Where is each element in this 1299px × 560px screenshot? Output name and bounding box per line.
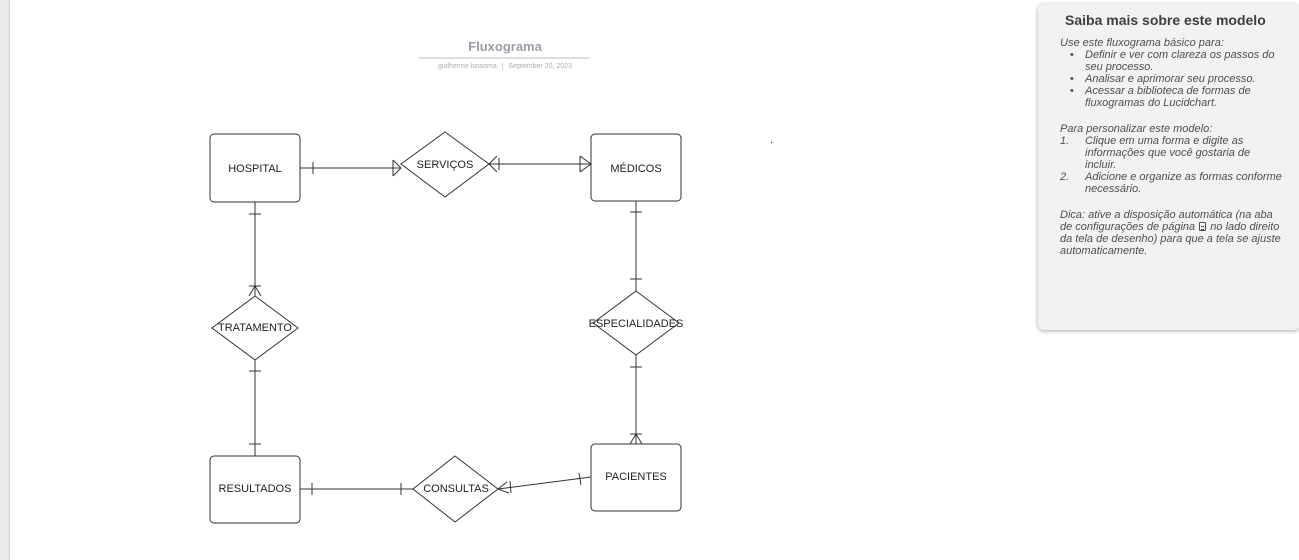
connector-medicos-especialidades[interactable] (630, 201, 642, 291)
author-name: guilherme bissoma (438, 63, 497, 70)
panel-customize-intro: Para personalizar este modelo: (1060, 123, 1213, 135)
relationship-consultas-label: CONSULTAS (423, 483, 489, 495)
subtitle-separator: | (502, 63, 504, 70)
connector-hospital-servicos[interactable] (300, 159, 402, 177)
panel-tip-text-end: no lado direito da tela de desenho) para… (1060, 221, 1281, 257)
connector-servicos-medicos[interactable] (488, 155, 592, 173)
panel-bullet-list: Definir e ver com clareza os passos do s… (1060, 49, 1282, 109)
connector-especialidades-pacientes[interactable] (629, 355, 643, 445)
entity-pacientes-label: PACIENTES (605, 471, 667, 483)
panel-step-text: Clique em uma forma e digite as informaç… (1085, 135, 1251, 171)
panel-step-number: 1. (1060, 135, 1070, 147)
connector-tratamento-resultados[interactable] (249, 359, 261, 456)
relationship-servicos[interactable]: SERVIÇOS (400, 131, 490, 198)
panel-tip-text-start: Dica: ative a disposição automática (na … (1060, 209, 1273, 233)
stray-mark: . (770, 134, 773, 146)
relationship-tratamento[interactable]: TRATAMENTO (211, 295, 299, 361)
entity-hospital[interactable]: HOSPITAL (209, 133, 301, 203)
relationship-consultas[interactable]: CONSULTAS (412, 455, 499, 523)
panel-bullet: Analisar e aprimorar seu processo. (1060, 73, 1282, 85)
entity-medicos[interactable]: MÉDICOS (590, 133, 682, 202)
connector-hospital-tratamento[interactable] (248, 202, 262, 297)
template-info-panel[interactable]: Saiba mais sobre este modelo Use este fl… (1038, 4, 1299, 330)
panel-title: Saiba mais sobre este modelo (1065, 12, 1266, 28)
entity-resultados[interactable]: RESULTADOS (209, 455, 301, 524)
relationship-especialidades[interactable]: ESPECIALIDADES (589, 290, 684, 356)
panel-bullet: Definir e ver com clareza os passos do s… (1060, 49, 1282, 73)
diagram-date: September 20, 2023 (509, 63, 573, 70)
entity-medicos-label: MÉDICOS (610, 162, 661, 175)
panel-bullet: Acessar a biblioteca de formas de fluxog… (1060, 85, 1282, 109)
relationship-especialidades-label: ESPECIALIDADES (589, 318, 684, 330)
panel-step-text: Adicione e organize as formas conforme n… (1085, 171, 1282, 195)
diagram-subtitle[interactable]: guilherme bissoma | September 20, 2023 (438, 63, 572, 70)
panel-step: 1. Clique em uma forma e digite as infor… (1060, 135, 1282, 171)
relationship-tratamento-label: TRATAMENTO (218, 322, 292, 334)
panel-intro: Use este fluxograma básico para: (1060, 37, 1224, 49)
panel-tip: Dica: ative a disposição automática (na … (1060, 209, 1282, 257)
diagram-title[interactable]: Fluxograma (468, 39, 542, 54)
entity-pacientes[interactable]: PACIENTES (590, 443, 682, 512)
panel-step-number: 2. (1060, 171, 1070, 183)
connector-resultados-consultas[interactable] (300, 483, 413, 495)
entity-resultados-label: RESULTADOS (219, 483, 292, 495)
panel-steps-list: 1. Clique em uma forma e digite as infor… (1060, 135, 1282, 195)
connector-consultas-pacientes[interactable] (497, 472, 592, 494)
page-settings-icon (1199, 222, 1207, 231)
panel-step: 2. Adicione e organize as formas conform… (1060, 171, 1282, 195)
er-diagram: Fluxograma guilherme bissoma | September… (209, 39, 773, 524)
relationship-servicos-label: SERVIÇOS (417, 159, 474, 171)
entity-hospital-label: HOSPITAL (228, 163, 282, 175)
